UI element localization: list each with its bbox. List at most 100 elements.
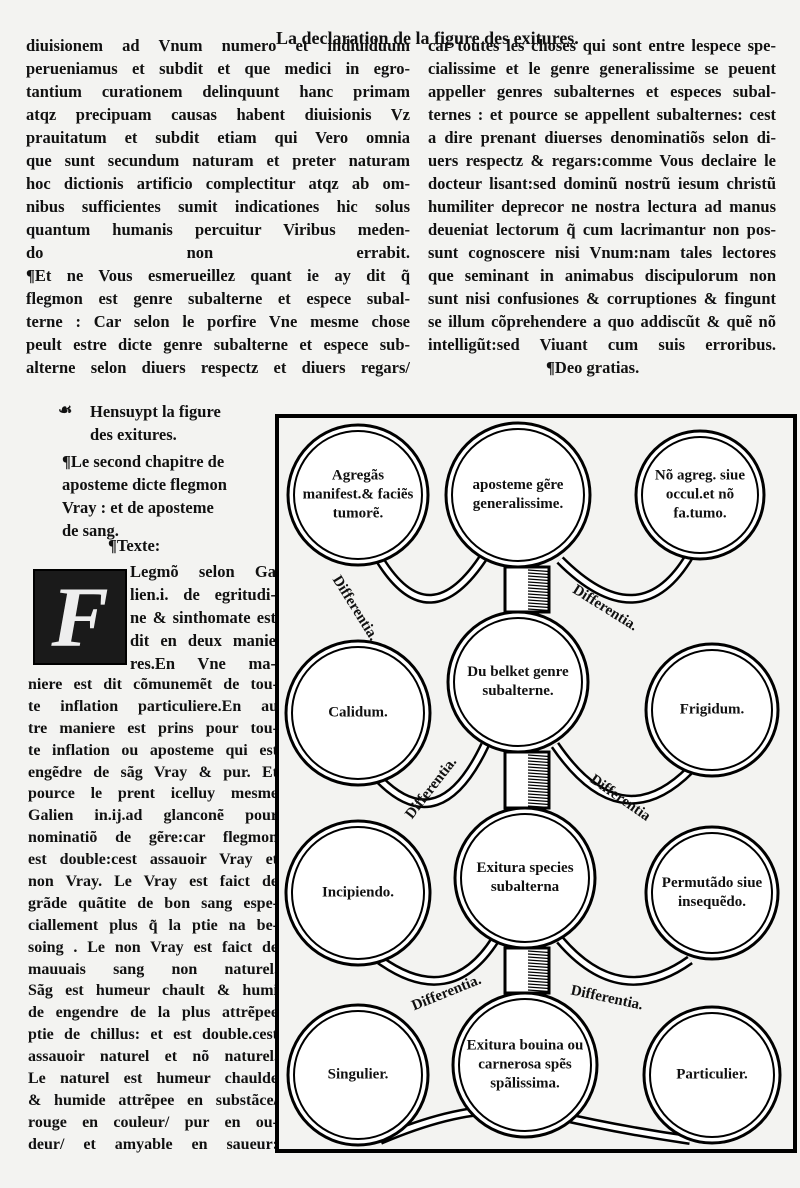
text-line: Galien in.ij.ad glanconẽ pour [28, 807, 278, 825]
text-line: rouge en couleur/ pur en ou- [28, 1113, 278, 1131]
text-line: ptie de chillus: et est double.cest [28, 1026, 278, 1044]
text-line: aposteme dicte flegmon [62, 475, 227, 494]
text-line: niere est dit cõmunemẽt de tou- [28, 676, 278, 693]
text-line: peult estre dicte genre subalterne et es… [26, 335, 410, 354]
text-line: ne & sinthomate est [130, 608, 276, 627]
node-label: Frigidum. [679, 701, 745, 718]
text-line: & humide attrẽpee en substãce/ [28, 1091, 278, 1109]
text-line: hoc dictionis artificio complectitur atq… [26, 174, 410, 193]
node-label: Incipiendo. [321, 884, 395, 901]
decorated-initial: F [33, 569, 127, 665]
node-circle [291, 646, 425, 780]
node-label: Calidum. [328, 704, 388, 721]
connector-arc [558, 938, 692, 984]
text-line: sunt cognoscere nisi Vnum:nam tales lect… [428, 243, 776, 262]
text-line: alterne selon diuers respectz et diuers … [26, 358, 410, 377]
node-circle [286, 1003, 430, 1147]
node-circle [644, 642, 780, 778]
connector-arc [378, 743, 488, 806]
text-line: lien.i. de egritudi- [130, 585, 276, 604]
text-line: est double:cest assauoir Vray et [28, 851, 278, 869]
text-line: non Vray. Le Vray est faict de [28, 873, 278, 891]
node-circle [641, 436, 759, 554]
text-line: mauuais sang non naturel. [28, 960, 278, 978]
text-line: Legmõ selon Ga [130, 562, 276, 581]
node-label: Exitura bouina ou carnerosa spẽs spãliss… [466, 1037, 584, 1092]
connector-arc [377, 553, 488, 602]
node-circle [453, 806, 597, 950]
text-line: perueniamus et subdit et que medici in e… [26, 59, 410, 78]
text-line: car toutes les choses qui sont entre les… [428, 36, 776, 55]
text-line: ¶Et ne Vous esmerueillez quant ie ay dit… [26, 266, 410, 285]
text-line: Hensuypt la figure [90, 402, 221, 421]
node-label: Permutãdo siue insequẽdo. [661, 875, 763, 910]
text-line: des exitures. [90, 425, 177, 444]
text-line: assauoir naturel et nõ naturel. [28, 1048, 278, 1066]
text-line: que seminant in animabus discipulorum no… [428, 266, 776, 285]
node-label: Du belket genre subalterne. [467, 664, 569, 699]
text-line: flegmon est genre subalterne et espece s… [26, 289, 410, 308]
node-label: Exitura species subalterna [476, 860, 574, 895]
text-line: intelligũt:sed Viuant cum suis erroribus… [428, 335, 776, 354]
text-line: te inflation ou aposteme qui est [28, 741, 278, 759]
node-circle [293, 430, 423, 560]
text-line: ciallement plus q̃ la ptie na be- [28, 916, 278, 934]
node-circle [291, 826, 425, 960]
text-line: quantum humanis percuitur Viribus meden- [26, 220, 410, 239]
node-label: aposteme gẽre generalissime. [472, 477, 564, 512]
node-circle [284, 819, 432, 967]
node-circle [286, 423, 430, 567]
text-line: se illum cõprehendere a quo addiscũt & q… [428, 312, 776, 331]
text-line: de sang. [62, 521, 119, 540]
text-line: grãde quãtite de bon sang espe- [28, 894, 278, 912]
text-line: que sunt secundum naturam et preter natu… [26, 151, 410, 170]
node-label: Particulier. [676, 1066, 748, 1083]
text-line: deueniat lectorum q̃ cum lacrimantur non… [428, 220, 776, 239]
node-label: Agregãs manifest.& faciẽs tumorẽ. [302, 467, 414, 522]
text-line: prauitatum et subdit etiam qui Vero omni… [26, 128, 410, 147]
text-line: diuisionem ad Vnum numero et indiuiduum [26, 36, 410, 55]
text-line: tantium curationem delinquunt hanc prima… [26, 82, 410, 101]
text-line: ¶Deo gratias. [546, 358, 640, 377]
text-line: deur/ et amyable en saueur: [28, 1135, 278, 1153]
right-column: car toutes les choses qui sont entre les… [428, 34, 776, 379]
node-label: Singulier. [327, 1066, 389, 1083]
text-line: res.En Vne ma- [130, 654, 276, 673]
connector-arc [558, 553, 693, 602]
node-circle [649, 1012, 775, 1138]
text-line: nibus sufficientes sumit indicationes hi… [26, 197, 410, 216]
texte-label: ¶Texte: [108, 536, 161, 555]
connector-arc [552, 743, 692, 803]
text-line: te inflation particuliere.En au [28, 697, 278, 715]
text-line: humiliter deprecor ne nostra lectura ad … [428, 197, 776, 216]
text-line: engẽdre de sãg Vray & pur. Et [28, 763, 278, 781]
node-circle [644, 825, 780, 961]
node-circle [451, 428, 585, 562]
text-line: de engendre de la plus attrẽpee [28, 1004, 278, 1022]
node-circle [651, 832, 773, 954]
text-line: ternes : et pource se appellent subalter… [428, 105, 776, 124]
text-line: sunt nisi confusiones & corruptiones & f… [428, 289, 776, 308]
text-line: Vray : et de aposteme [62, 498, 214, 517]
text-line: atqz precipuam causas habent diuisionis … [26, 105, 410, 124]
text-line: nominatiõ de gẽre:car flegmon [28, 829, 278, 847]
node-circle [651, 649, 773, 771]
node-circle [460, 813, 590, 943]
diagram-frame [275, 414, 797, 1153]
left-column-top: diuisionem ad Vnum numero et indiuiduum p… [26, 34, 410, 379]
text-line: docteur lisant:sed dominũ nostrũ iesum c… [428, 174, 776, 193]
connector-arc [378, 938, 498, 984]
text-line: do non errabit. [26, 243, 410, 262]
text-beside-initial: Legmõ selon Ga lien.i. de egritudi-ne & s… [130, 560, 276, 675]
pointing-hand-ornament-icon: ☙ [58, 402, 73, 419]
node-circle [444, 421, 592, 569]
text-line: uers respectz & regars:comme Vous declai… [428, 151, 776, 170]
node-circle [284, 639, 432, 787]
node-circle [453, 617, 583, 747]
left-column-lower: niere est dit cõmunemẽt de tou-te inflat… [28, 674, 278, 1156]
text-line: pource le prent icelluy mesme [28, 785, 278, 803]
node-circle [293, 1010, 423, 1140]
figure-intro: Hensuypt la figure des exitures. [90, 400, 275, 446]
text-line: cialissime et le genre generalissime se … [428, 59, 776, 78]
